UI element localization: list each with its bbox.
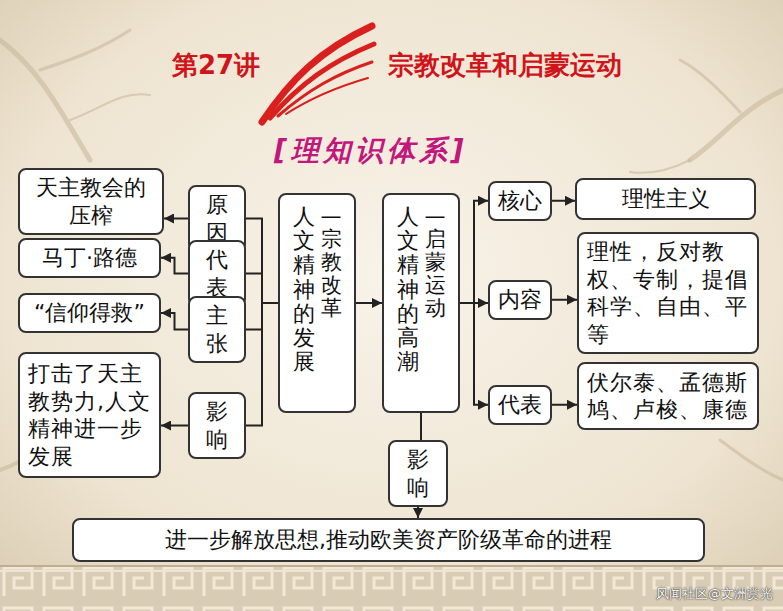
flow-arrow bbox=[161, 313, 188, 330]
node-text: 进一步解放思想,推动欧美资产阶级革命的进程 bbox=[165, 526, 612, 554]
node-text: “信仰得救” bbox=[34, 299, 145, 327]
flow-arrow bbox=[460, 303, 488, 405]
conclusion-box: 进一步解放思想,推动欧美资产阶级革命的进程 bbox=[72, 518, 705, 562]
effect-box: 打击了天主教势力,人文精神进一步发展 bbox=[18, 352, 161, 478]
category-box: 内容 bbox=[488, 280, 552, 320]
cause-box: 天主教会的压榨 bbox=[18, 168, 164, 235]
bracket-line bbox=[246, 303, 278, 426]
node-text: 内容 bbox=[498, 286, 542, 314]
bracket-line bbox=[246, 219, 278, 304]
flow-arrow bbox=[161, 425, 188, 427]
topic-column: 人文精神的发展 —宗教改革 bbox=[278, 193, 356, 413]
watermark: 风闻社区@文洲赏光 bbox=[656, 585, 773, 603]
name-box: 伏尔泰、孟德斯鸠、卢梭、康德 bbox=[577, 362, 759, 430]
claim-box: “信仰得救” bbox=[18, 293, 161, 333]
category-box: 主张 bbox=[188, 296, 246, 363]
bracket-line bbox=[246, 274, 278, 304]
flow-arrow bbox=[552, 299, 577, 301]
flow-arrow bbox=[356, 302, 382, 304]
node-text: 代表 bbox=[498, 391, 542, 419]
category-box: 核心 bbox=[488, 181, 552, 221]
node-text: 代表 bbox=[198, 246, 236, 301]
node-text: 马丁·路德 bbox=[42, 244, 137, 272]
node-text: 人文精神的发展 bbox=[293, 205, 315, 374]
node-text: 理性主义 bbox=[622, 185, 710, 213]
node-text: 理性，反对教权、专制，提倡科学、自由、平等 bbox=[587, 238, 749, 348]
lecture-number: 第27讲 bbox=[172, 48, 260, 83]
content-box: 理性主义 bbox=[575, 178, 756, 220]
branch-sketch bbox=[0, 30, 783, 480]
category-box: 代表 bbox=[488, 385, 552, 425]
node-text: 核心 bbox=[498, 187, 542, 215]
flow-arrow bbox=[161, 258, 188, 274]
flow-arrow bbox=[552, 404, 577, 406]
red-swoosh bbox=[262, 26, 374, 122]
title: 宗教改革和启蒙运动 bbox=[388, 48, 622, 83]
flow-arrow bbox=[164, 218, 188, 220]
topic-column: 人文精神的高潮 —启蒙运动 bbox=[382, 193, 460, 413]
node-subtext: —启蒙运动 bbox=[425, 205, 446, 320]
node-subtext: —宗教改革 bbox=[321, 205, 342, 320]
node-text: 原因 bbox=[198, 191, 236, 246]
category-box: 影响 bbox=[388, 440, 448, 507]
node-text: 人文精神的高潮 bbox=[397, 205, 419, 374]
flow-arrow bbox=[460, 201, 488, 303]
node-text: 主张 bbox=[198, 302, 236, 357]
bottom-band bbox=[0, 566, 783, 611]
flow-arrow bbox=[417, 507, 419, 518]
node-text: 天主教会的压榨 bbox=[28, 174, 154, 229]
name-box: 马丁·路德 bbox=[18, 238, 161, 278]
section-heading: [理知识体系] bbox=[274, 132, 468, 170]
flow-arrow bbox=[552, 200, 575, 202]
bracket-line bbox=[420, 413, 422, 440]
category-box: 影响 bbox=[188, 392, 246, 459]
node-text: 打击了天主教势力,人文精神进一步发展 bbox=[28, 360, 151, 470]
node-text: 影响 bbox=[398, 446, 438, 501]
node-text: 影响 bbox=[198, 398, 236, 453]
node-text: 伏尔泰、孟德斯鸠、卢梭、康德 bbox=[587, 369, 749, 424]
content-box: 理性，反对教权、专制，提倡科学、自由、平等 bbox=[577, 232, 759, 354]
